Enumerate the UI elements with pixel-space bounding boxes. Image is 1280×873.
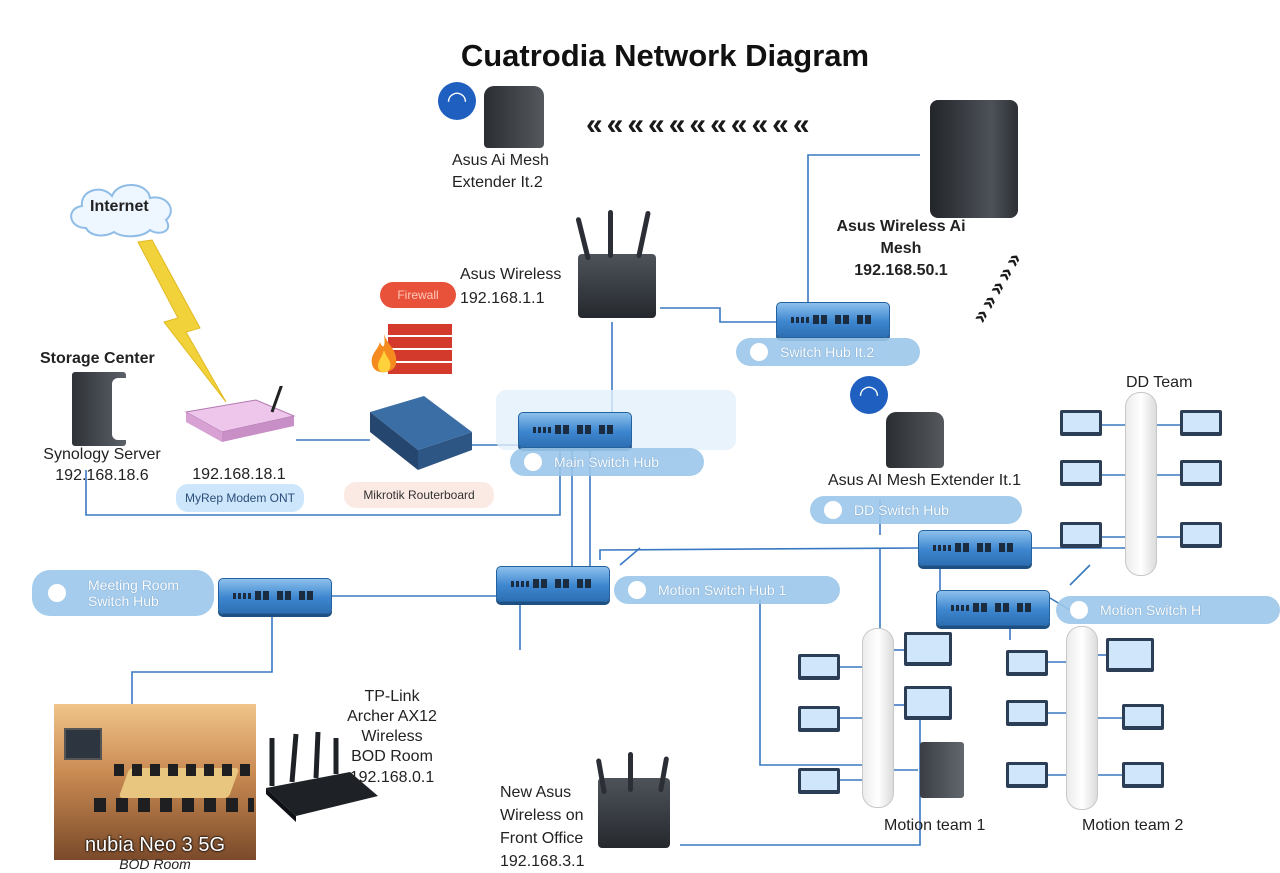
desktop-monitor-icon xyxy=(904,632,952,666)
laptop-icon xyxy=(798,706,840,732)
watermark-line1: nubia Neo 3 5G xyxy=(84,834,226,856)
front-office-ip: 192.168.3.1 xyxy=(500,853,585,870)
motion-team-1-bus xyxy=(862,628,894,808)
laptop-icon xyxy=(1060,522,1102,548)
motion-switch-2-device[interactable] xyxy=(936,590,1050,626)
motion-switch-2-label: Motion Switch H xyxy=(1100,602,1202,618)
laptop-icon xyxy=(1006,762,1048,788)
motion-switch-2-pill: Motion Switch H xyxy=(1056,596,1280,624)
dd-switch-pill: DD Switch Hub xyxy=(810,496,1022,524)
tplink-line1: TP-Link xyxy=(364,688,420,705)
laptop-icon xyxy=(1122,762,1164,788)
front-office-router-icon xyxy=(595,752,670,848)
meeting-switch-line1: Meeting Room xyxy=(88,577,180,593)
front-office-line1: New Asus xyxy=(500,784,572,801)
mesh-extender-2-line1: Asus Ai Mesh xyxy=(452,152,549,169)
desktop-tower-icon xyxy=(920,742,964,798)
mikrotik-tag: Mikrotik Routerboard xyxy=(344,482,494,508)
tplink-line2: Archer AX12 xyxy=(347,708,437,725)
laptop-icon xyxy=(1060,460,1102,486)
asus-ai-mesh-icon xyxy=(930,100,1018,218)
motion-switch-1-device[interactable] xyxy=(496,566,610,602)
switch-hub-2-pill: Switch Hub It.2 xyxy=(736,338,920,366)
storage-server-ip: 192.168.18.6 xyxy=(55,467,149,484)
laptop-icon xyxy=(798,654,840,680)
asus-wireless-ip: 192.168.1.1 xyxy=(460,290,545,307)
laptop-icon xyxy=(1122,704,1164,730)
tplink-router-icon xyxy=(262,728,382,824)
mikrotik-router-icon xyxy=(368,392,474,472)
bod-room-photo xyxy=(54,704,256,860)
laptop-icon xyxy=(798,768,840,794)
diagram-title: Cuatrodia Network Diagram xyxy=(460,38,870,73)
switch-hub-2-device[interactable] xyxy=(776,302,890,338)
asus-ai-mesh-line2: Mesh xyxy=(880,240,922,257)
firewall-tag: Firewall xyxy=(380,282,456,308)
tplink-ip: 192.168.0.1 xyxy=(349,769,435,786)
desktop-monitor-icon xyxy=(904,686,952,720)
meeting-switch-line2: Switch Hub xyxy=(88,593,159,609)
asus-ai-mesh-ip: 192.168.50.1 xyxy=(854,262,948,279)
brick-wall-icon xyxy=(388,322,452,374)
asus-ai-mesh-line1: Asus Wireless Ai xyxy=(836,218,966,235)
mesh-extender-1-label: Asus AI Mesh Extender It.1 xyxy=(828,472,1021,489)
motion-switch-1-pill: Motion Switch Hub 1 xyxy=(614,576,840,604)
asus-wireless-router-icon xyxy=(575,210,656,318)
front-office-line3: Front Office xyxy=(500,830,584,847)
nas-server-icon xyxy=(72,372,126,446)
modem-icon xyxy=(182,383,298,444)
cloud-icon xyxy=(62,176,180,240)
main-switch-label: Main Switch Hub xyxy=(554,454,660,470)
switch-hub-2-label: Switch Hub It.2 xyxy=(780,344,875,360)
storage-center-title: Storage Center xyxy=(40,350,155,367)
motion-team-2-label: Motion team 2 xyxy=(1082,817,1184,834)
motion-team-1-label: Motion team 1 xyxy=(884,817,986,834)
laptop-icon xyxy=(1060,410,1102,436)
laptop-icon xyxy=(1180,410,1222,436)
dd-team-bus xyxy=(1125,392,1157,576)
tplink-line3: Wireless xyxy=(361,728,423,745)
meeting-switch-device[interactable] xyxy=(218,578,332,614)
motion-team-2-bus xyxy=(1066,626,1098,810)
fire-icon xyxy=(368,332,400,376)
dd-switch-device[interactable] xyxy=(918,530,1032,566)
front-office-line2: Wireless on xyxy=(500,807,584,824)
watermark-line2: BOD Room xyxy=(119,856,191,872)
mesh-extender-2-icon xyxy=(484,86,544,148)
modem-tag: MyRep Modem ONT xyxy=(176,484,304,512)
main-switch-pill: Main Switch Hub xyxy=(510,448,704,476)
internet-label: Internet xyxy=(90,198,149,215)
desktop-monitor-icon xyxy=(1106,638,1154,672)
dd-team-label: DD Team xyxy=(1126,374,1193,391)
mesh-extender-2-line2: Extender It.2 xyxy=(452,174,543,191)
asus-wireless-name: Asus Wireless xyxy=(460,266,562,283)
laptop-icon xyxy=(1006,700,1048,726)
laptop-icon xyxy=(1180,460,1222,486)
modem-ip: 192.168.18.1 xyxy=(192,466,286,483)
wifi-icon: ◠ xyxy=(850,376,888,414)
meeting-switch-pill: Meeting Room Switch Hub xyxy=(32,570,214,616)
mesh-extender-1-icon xyxy=(886,412,944,468)
dd-switch-label: DD Switch Hub xyxy=(854,502,949,518)
tplink-line4: BOD Room xyxy=(351,748,433,765)
wireless-signal-arrows: ««««««««««« xyxy=(586,108,814,141)
storage-server-label: Synology Server xyxy=(43,446,161,463)
motion-switch-1-label: Motion Switch Hub 1 xyxy=(658,582,787,598)
laptop-icon xyxy=(1180,522,1222,548)
wifi-icon: ◠ xyxy=(438,82,476,120)
main-switch-device[interactable] xyxy=(518,412,632,448)
laptop-icon xyxy=(1006,650,1048,676)
